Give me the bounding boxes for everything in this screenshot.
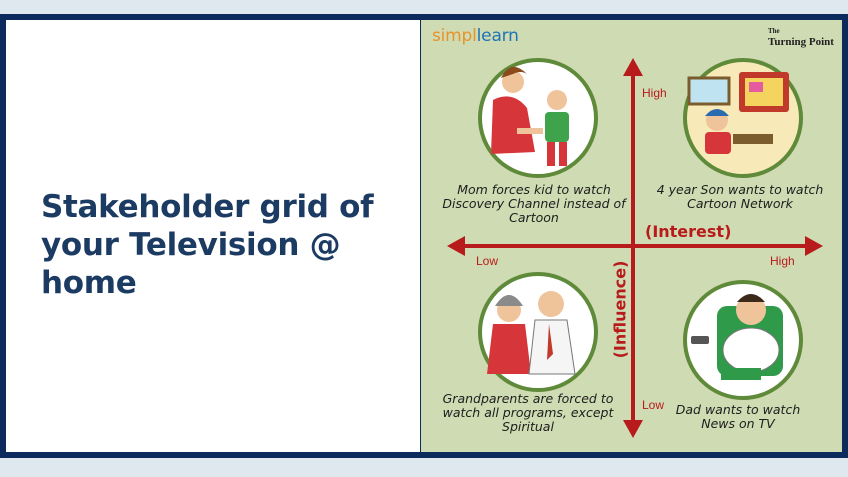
influence-high-label: High (642, 86, 667, 100)
quadrant-caption-bottom-left: Grandparents are forced to watch all pro… (442, 391, 614, 434)
simplilearn-logo: simpllearn (432, 26, 519, 46)
dad-on-couch-illustration (683, 280, 803, 400)
slide-title: Stakeholder grid of your Television @ ho… (41, 188, 421, 302)
arrow-head-down (623, 420, 643, 438)
interest-low-label: Low (476, 254, 499, 268)
title-line-2: your Television @ home (41, 227, 341, 301)
title-line-1: Stakeholder grid of (41, 189, 374, 225)
grandparents-illustration (478, 272, 598, 392)
title-panel (6, 20, 420, 452)
influence-low-label: Low (642, 398, 665, 412)
turning-point-logo: The Turning Point (768, 26, 834, 48)
arrow-head-up (623, 58, 643, 76)
logo-the: The (768, 27, 780, 35)
logo-part-simpl: simpl (432, 26, 477, 46)
son-watching-cartoon-illustration (683, 58, 803, 178)
arrow-head-left (447, 236, 465, 256)
interest-axis-title: (Interest) (645, 222, 732, 241)
logo-turning-point: Turning Point (768, 36, 834, 48)
logo-part-learn: learn (476, 26, 519, 46)
grid-graphics (447, 58, 823, 438)
influence-axis-title: (Influence) (610, 260, 630, 359)
arrow-head-right (805, 236, 823, 256)
quadrant-caption-top-left: Mom forces kid to watch Discovery Channe… (442, 182, 626, 225)
mom-and-kid-illustration (478, 58, 598, 178)
interest-high-label: High (770, 254, 795, 268)
quadrant-caption-bottom-right: Dad wants to watch News on TV (675, 402, 801, 431)
quadrant-caption-top-right: 4 year Son wants to watch Cartoon Networ… (656, 182, 824, 211)
